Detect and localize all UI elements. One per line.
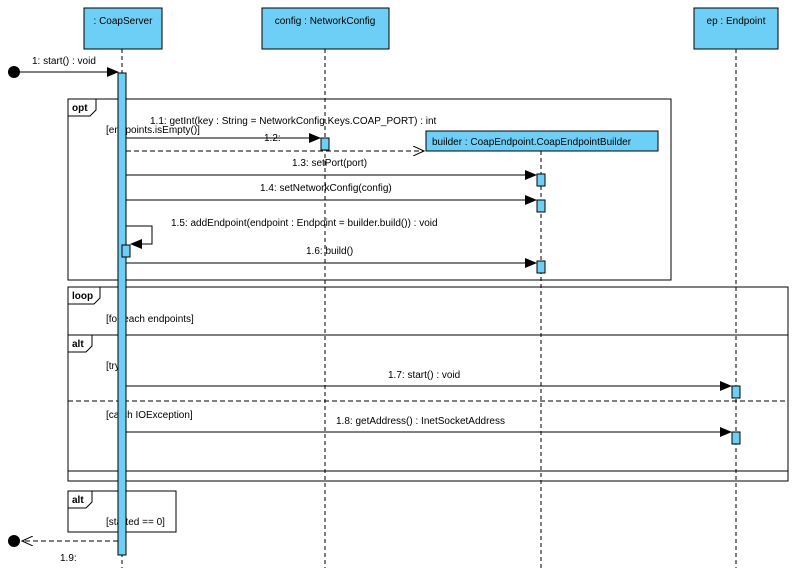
lifeline-ep-head[interactable]: ep : Endpoint	[693, 7, 779, 50]
fragment-loop: loop [for each endpoints]	[67, 286, 789, 482]
message-1-label: 1: start() : void	[32, 56, 96, 67]
activation-config	[320, 137, 330, 151]
activation-ep-start	[731, 385, 741, 399]
message-1-6-label: 1.6: build()	[306, 246, 353, 257]
activation-builder-setconfig	[536, 199, 546, 213]
lifeline-coapserver-name: : CoapServer	[94, 16, 154, 27]
fragment-operator-loop: loop	[72, 291, 93, 302]
message-1-2-label: 1.2:	[264, 133, 281, 144]
guard-endpoints-isempty: [endpoints.isEmpty()]	[106, 125, 200, 136]
message-1-4-label: 1.4: setNetworkConfig(config)	[260, 183, 392, 194]
lost-message-end-icon	[8, 535, 20, 547]
guard-started-zero: [started == 0]	[106, 517, 165, 528]
lifeline-coapserver-head[interactable]: : CoapServer	[83, 7, 163, 50]
fragment-alt-try: alt [try] [catch IOException]	[67, 334, 789, 472]
activation-builder-setport	[536, 173, 546, 187]
lifeline-builder-name: builder : CoapEndpoint.CoapEndpointBuild…	[432, 137, 632, 148]
guard-try: [try]	[106, 361, 123, 372]
message-1-1-label: 1.1: getInt(key : String = NetworkConfig…	[150, 116, 437, 127]
message-1-5-label: 1.5: addEndpoint(endpoint : Endpoint = b…	[171, 218, 438, 229]
message-1-5-arrow[interactable]	[126, 225, 153, 249]
fragment-operator-alt: alt	[72, 495, 84, 506]
fragment-opt: opt [endpoints.isEmpty()]	[67, 98, 672, 281]
lifeline-config-name: config : NetworkConfig	[275, 16, 376, 27]
lifeline-builder-head[interactable]: builder : CoapEndpoint.CoapEndpointBuild…	[425, 130, 659, 152]
activation-ep-getaddress	[731, 431, 741, 445]
guard-catch-ioexception: [catch IOException]	[106, 410, 193, 421]
activation-coapserver-nested	[121, 244, 131, 258]
fragment-operator-alt: alt	[72, 339, 84, 350]
message-1-9-label: 1.9:	[60, 553, 77, 564]
message-1-7-label: 1.7: start() : void	[388, 370, 460, 381]
lifeline-config-head[interactable]: config : NetworkConfig	[261, 7, 390, 50]
activation-builder-build	[536, 260, 546, 274]
lifeline-ep-name: ep : Endpoint	[707, 16, 766, 27]
activation-coapserver	[117, 72, 127, 556]
message-1-3-label: 1.3: setPort(port)	[292, 158, 367, 169]
message-1-8-label: 1.8: getAddress() : InetSocketAddress	[336, 416, 505, 427]
fragment-operator-opt: opt	[72, 103, 88, 114]
guard-for-each-endpoints: [for each endpoints]	[106, 314, 194, 325]
